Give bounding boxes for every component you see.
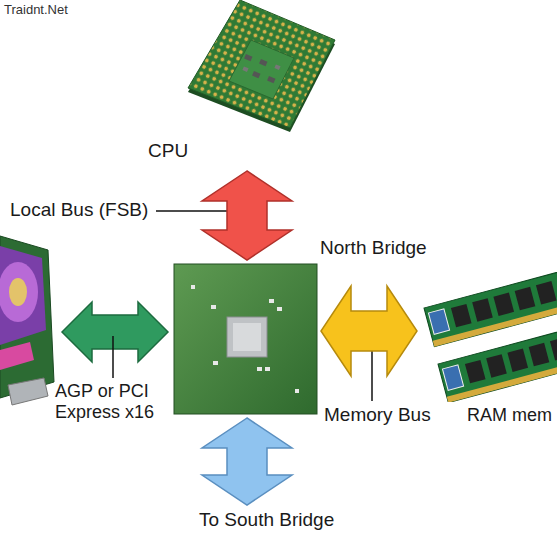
- node-label: North Bridge: [320, 237, 427, 259]
- bus-label: AGP or PCI Express x16: [55, 381, 167, 422]
- node-label: RAM mem: [467, 405, 552, 426]
- agp-arrow: [62, 302, 168, 362]
- node-label: CPU: [148, 140, 188, 162]
- node-label: To South Bridge: [197, 508, 336, 532]
- leader-line: [112, 336, 114, 378]
- bus-arrow: [202, 171, 292, 260]
- graphics-card: [0, 236, 54, 405]
- bus-arrow: [321, 286, 417, 376]
- watermark: Traidnt.Net: [4, 3, 68, 18]
- south-bridge-target: To South Bridge: [197, 508, 336, 532]
- ram-modules: [420, 262, 557, 402]
- bus-arrow: [202, 418, 292, 505]
- ram: RAM mem: [420, 262, 557, 402]
- north-bridge: North Bridge: [173, 263, 318, 415]
- cpu: CPU: [145, 0, 340, 168]
- north-bridge-chip: [173, 263, 318, 415]
- bus-label: Local Bus (FSB): [8, 199, 150, 221]
- bus-label: Memory Bus: [322, 404, 433, 426]
